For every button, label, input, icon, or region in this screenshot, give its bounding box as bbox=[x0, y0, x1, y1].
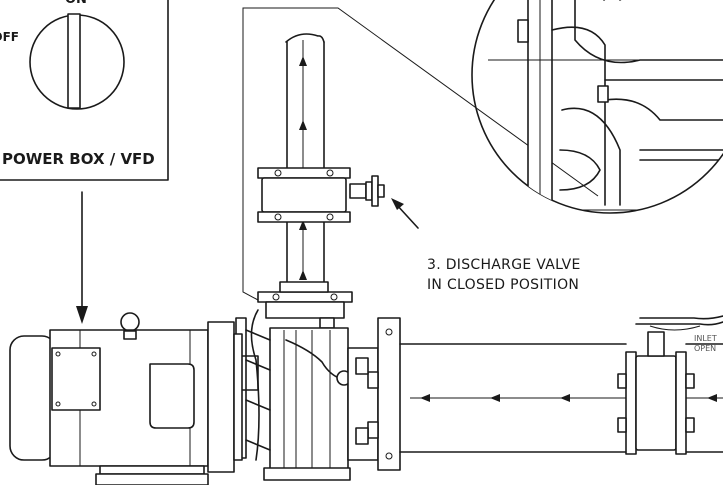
inlet-callout-line-1: INLET bbox=[694, 334, 717, 343]
switch-on-label: ON bbox=[65, 0, 87, 7]
switch-off-label: OFF bbox=[0, 30, 19, 44]
motor-junction-box bbox=[51, 347, 101, 411]
callout-line-2: IN CLOSED POSITION bbox=[427, 277, 580, 293]
detail-leader-line bbox=[242, 7, 599, 301]
selector-switch bbox=[29, 13, 125, 110]
inlet-valve bbox=[617, 315, 723, 455]
pump-discharge-flange bbox=[257, 281, 353, 329]
inlet-valve-callout: INLET OPEN bbox=[694, 334, 723, 354]
motor bbox=[9, 312, 243, 485]
discharge-pipe bbox=[285, 33, 325, 283]
pump-casing bbox=[250, 309, 352, 481]
motor-rating-plate bbox=[149, 363, 195, 429]
power-box bbox=[0, 0, 169, 181]
valve-callout-arrow bbox=[391, 198, 419, 229]
motor-lifting-eye bbox=[120, 312, 140, 340]
discharge-valve-callout: 3. DISCHARGE VALVE IN CLOSED POSITION bbox=[427, 255, 581, 295]
inlet-callout-line-2: OPEN bbox=[694, 344, 717, 353]
detail-view bbox=[471, 0, 723, 214]
power-box-title: POWER BOX / VFD bbox=[2, 150, 155, 168]
motor-feet bbox=[95, 465, 209, 485]
power-arrow bbox=[76, 191, 88, 324]
suction-pipe bbox=[399, 343, 723, 453]
suction-flange bbox=[347, 317, 401, 471]
callout-line-1: 3. DISCHARGE VALVE bbox=[427, 257, 581, 273]
discharge-valve bbox=[257, 167, 385, 223]
